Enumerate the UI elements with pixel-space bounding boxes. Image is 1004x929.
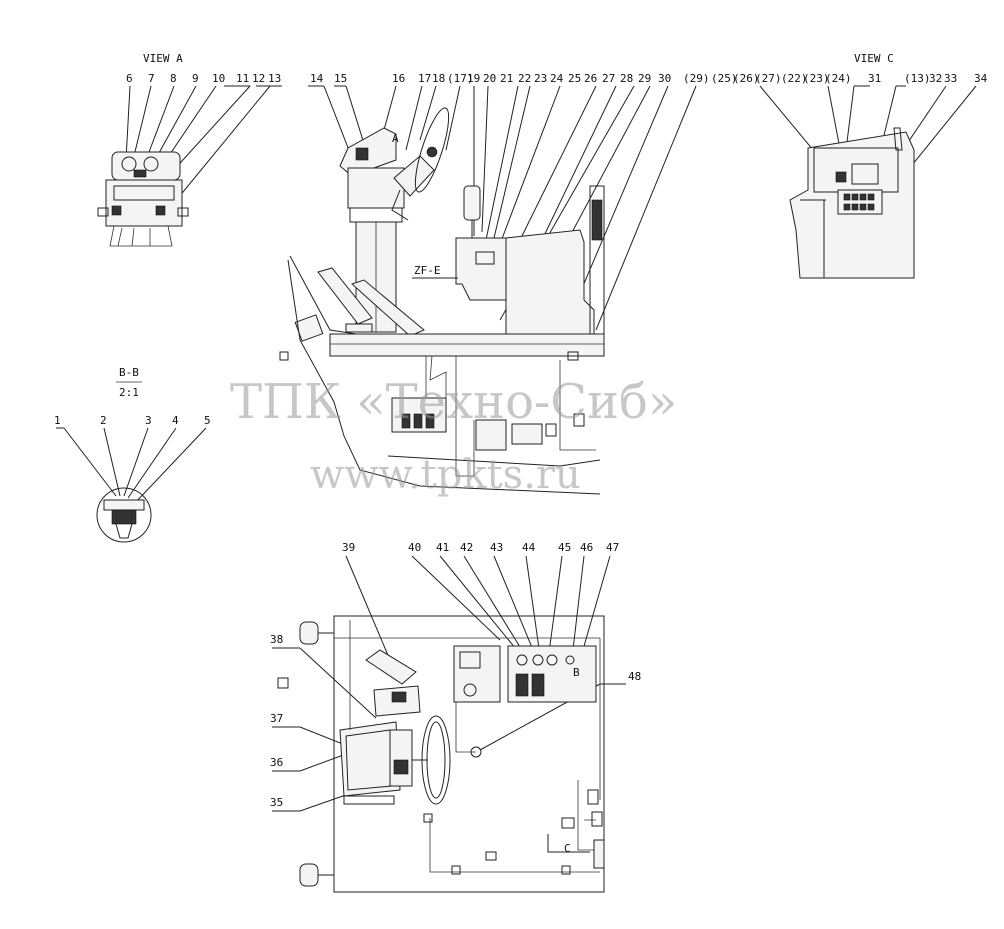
callout-43: 43: [490, 541, 503, 554]
callout-4: 4: [172, 414, 179, 427]
callout-24: 24: [550, 72, 564, 85]
view-a-console: [97, 151, 189, 247]
cab-floor-outline: [333, 615, 605, 893]
callout-41: 41: [436, 541, 449, 554]
callout-25: 25: [568, 72, 581, 85]
plan-callouts-top: 39 40 41 42 43 44 45 46 47 48: [342, 541, 641, 683]
callout-32: 32: [929, 72, 942, 85]
callout-11: 11: [236, 72, 249, 85]
watermark: ТПК «Техно-Сиб» www.tpkts.ru: [230, 374, 677, 498]
callout-16: 16: [392, 72, 405, 85]
plan-wiring: C: [334, 620, 605, 875]
section-title: B-B: [119, 366, 139, 379]
view-c-title: VIEW C: [854, 52, 894, 65]
callout-39: 39: [342, 541, 355, 554]
steering-wheel: [412, 715, 451, 805]
callout-23-ref: (23): [803, 72, 830, 85]
callout-22-ref: (22): [781, 72, 808, 85]
callout-23: 23: [534, 72, 547, 85]
view-a-title: VIEW A: [143, 52, 183, 65]
callout-18: 18: [432, 72, 445, 85]
plan-view: 39 40 41 42 43 44 45 46 47 48 38 37 36 3…: [270, 541, 641, 893]
callout-27-ref: (27): [755, 72, 782, 85]
section-callouts: 1 2 3 4 5: [54, 414, 211, 427]
callout-29-ref: (29): [683, 72, 710, 85]
watermark-line-1: ТПК «Техно-Сиб»: [230, 374, 677, 430]
view-c: VIEW C (25) (26) (27) (22) (23) (24) 31 …: [711, 52, 988, 279]
plan-leaders: [272, 555, 626, 812]
callout-10: 10: [212, 72, 225, 85]
callout-8: 8: [170, 72, 177, 85]
callout-44: 44: [522, 541, 536, 554]
callout-21: 21: [500, 72, 513, 85]
view-c-callouts: (25) (26) (27) (22) (23) (24) 31 (13) 32…: [711, 72, 988, 85]
callout-7: 7: [148, 72, 155, 85]
pedal-area: [289, 255, 425, 342]
callout-45: 45: [558, 541, 571, 554]
dash-panels: B: [453, 645, 597, 703]
callout-33: 33: [944, 72, 957, 85]
main-callouts: 14 15 16 17 18 (17) 19 20 21 22 23 24 25…: [310, 72, 710, 85]
callout-40: 40: [408, 541, 421, 554]
callout-31: 31: [868, 72, 881, 85]
callout-3: 3: [145, 414, 152, 427]
callout-22: 22: [518, 72, 531, 85]
section-scale: 2:1: [119, 386, 139, 399]
callout-34: 34: [974, 72, 988, 85]
callout-19: 19: [467, 72, 480, 85]
callout-5: 5: [204, 414, 211, 427]
callout-13-ref: (13): [904, 72, 931, 85]
callout-13: 13: [268, 72, 281, 85]
section-leaders: [56, 427, 207, 505]
view-c-panel: [789, 127, 915, 279]
callout-42: 42: [460, 541, 473, 554]
callout-38: 38: [270, 633, 283, 646]
callout-48: 48: [628, 670, 641, 683]
callout-37: 37: [270, 712, 283, 725]
callout-17: 17: [418, 72, 431, 85]
detail-circle: [96, 487, 152, 543]
view-marker-a: A: [392, 132, 399, 145]
callout-20: 20: [483, 72, 496, 85]
callout-28: 28: [620, 72, 633, 85]
callout-2: 2: [100, 414, 107, 427]
callout-14: 14: [310, 72, 324, 85]
callout-25-ref: (25): [711, 72, 738, 85]
watermark-line-2: www.tpkts.ru: [310, 452, 581, 498]
section-b-b: B-B 2:1 1 2 3 4 5: [54, 366, 211, 543]
callout-12: 12: [252, 72, 265, 85]
steering-column: [391, 107, 450, 221]
plan-callouts-left: 38 37 36 35: [270, 633, 283, 809]
mirrors: [277, 621, 334, 887]
zf-e-label: ZF-E: [414, 264, 441, 277]
callout-35: 35: [270, 796, 283, 809]
callout-30: 30: [658, 72, 671, 85]
callout-17-ref: (17): [447, 72, 474, 85]
callout-1: 1: [54, 414, 61, 427]
callout-26-ref: (26): [733, 72, 760, 85]
callout-36: 36: [270, 756, 283, 769]
callout-27: 27: [602, 72, 615, 85]
callout-15: 15: [334, 72, 347, 85]
main-leaders: [308, 85, 697, 341]
callout-9: 9: [192, 72, 199, 85]
callout-26: 26: [584, 72, 597, 85]
callout-46: 46: [580, 541, 593, 554]
view-a-callouts: 6 7 8 9 10 11 12 13: [126, 72, 281, 85]
main-view: 14 15 16 17 18 (17) 19 20 21 22 23 24 25…: [279, 72, 710, 495]
view-a: VIEW A 6 7 8 9 10 11 12 13: [97, 52, 282, 247]
view-marker-b: B: [573, 666, 580, 679]
callout-47: 47: [606, 541, 619, 554]
view-marker-c: C: [564, 842, 571, 855]
callout-6: 6: [126, 72, 133, 85]
callout-24-ref: (24): [825, 72, 852, 85]
chassis-frame: [279, 185, 605, 495]
section-part: [103, 499, 145, 539]
callout-29: 29: [638, 72, 651, 85]
lower-wiring: [391, 355, 596, 477]
joystick-console: [365, 649, 421, 787]
gear-selector: ZF-E: [412, 185, 507, 301]
